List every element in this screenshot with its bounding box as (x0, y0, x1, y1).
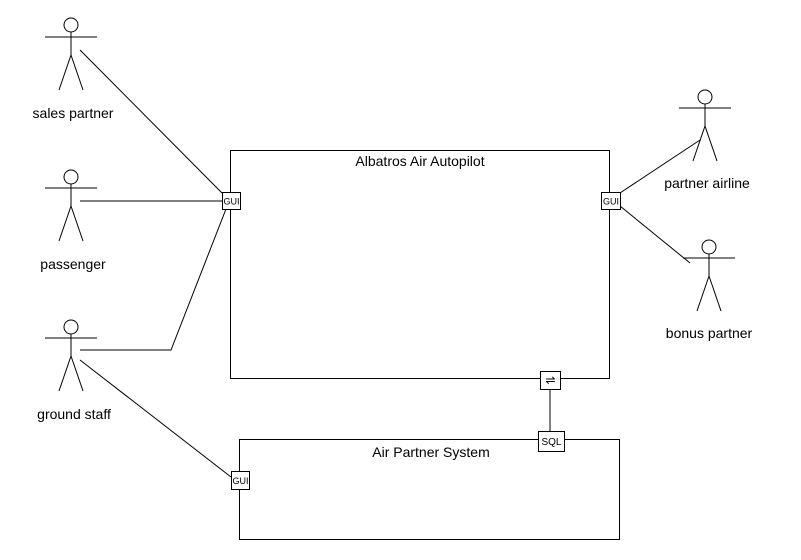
actor-label-sales-partner: sales partner (33, 105, 114, 121)
port-partner-top: SQL (538, 431, 565, 452)
port-label: GUI (232, 476, 248, 486)
port-label: SQL (541, 437, 561, 448)
component-title: Air Partner System (372, 444, 489, 460)
port-main-left: GUI (222, 192, 241, 210)
component-air-partner-system: Air Partner System (239, 439, 620, 540)
port-label: GUI (603, 197, 619, 207)
line-gui-to-partner-airline (619, 139, 701, 194)
component-box (230, 150, 610, 379)
component-albatros-air-autopilot: Albatros Air Autopilot (230, 150, 610, 379)
port-main-right: GUI (601, 192, 621, 210)
port-main-bottom: ⇌ (540, 371, 561, 390)
port-box (222, 192, 241, 210)
port-box (601, 192, 621, 210)
port-partner-left: GUI (231, 471, 250, 490)
connections (79, 49, 701, 478)
actor-label-passenger: passenger (40, 256, 106, 272)
port-box (231, 471, 250, 490)
actor-sales-partner-icon (45, 17, 97, 91)
line-ground-staff-to-gui (80, 208, 227, 351)
component-title: Albatros Air Autopilot (355, 153, 484, 169)
actor-figures (45, 17, 735, 392)
actor-label-ground-staff: ground staff (37, 406, 111, 422)
line-ground-staff-to-partner-gui (79, 359, 232, 478)
actor-label-partner-airline: partner airline (664, 175, 750, 191)
line-sales-partner-to-gui (79, 49, 223, 194)
actor-bonus-partner-icon (683, 239, 735, 312)
actor-passenger-icon (45, 169, 97, 242)
port-box (538, 431, 565, 452)
line-gui-to-bonus-partner (619, 205, 691, 264)
actor-label-bonus-partner: bonus partner (666, 325, 753, 341)
actor-ground-staff-icon (45, 319, 97, 392)
actor-partner-airline-icon (679, 89, 731, 162)
port-box (540, 371, 561, 390)
exchange-icon: ⇌ (545, 373, 555, 387)
port-label: GUI (223, 197, 239, 207)
